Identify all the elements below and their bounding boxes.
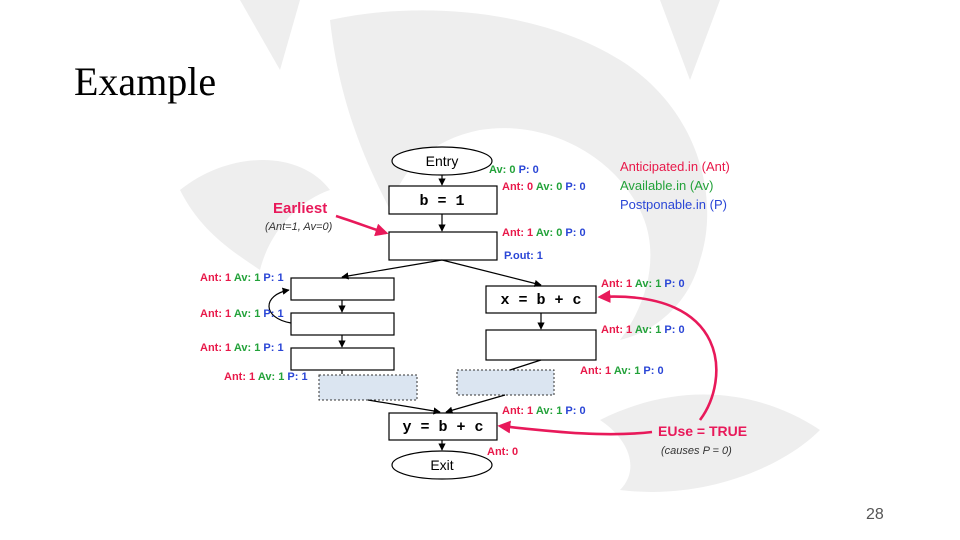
annotation-7: Ant: 1 Av: 1 P: 1	[224, 371, 308, 383]
left-block-2	[290, 312, 395, 336]
x-assign-block	[485, 285, 597, 314]
annotation-10: Ant: 1 Av: 1 P: 0	[580, 365, 664, 377]
earliest-note: (Ant=1, Av=0)	[265, 221, 333, 233]
exit-label: Exit	[430, 457, 453, 473]
annotation-0: Av: 0 P: 0	[489, 164, 539, 176]
euse-pointer-to-x	[597, 289, 718, 421]
euse-note: (causes P = 0)	[661, 445, 732, 457]
euse-title: EUse = TRUE	[658, 423, 747, 439]
edge-right-dashed-y	[445, 394, 506, 414]
annotation-9: Ant: 1 Av: 1 P: 0	[601, 324, 685, 336]
edge-empty-right	[441, 259, 542, 287]
right-dashed-block	[456, 369, 555, 396]
y-assign-code: y = b + c	[402, 419, 483, 436]
entry-label: Entry	[426, 153, 459, 169]
annotation-12: Ant: 0	[487, 446, 518, 458]
legend-postponable: Postponable.in (P)	[620, 197, 727, 212]
slide-title: Example	[74, 59, 217, 104]
earliest-pointer	[335, 214, 389, 237]
annotation-5: Ant: 1 Av: 1 P: 1	[200, 308, 284, 320]
annotation-6: Ant: 1 Av: 1 P: 1	[200, 342, 284, 354]
annotation-1: Ant: 0 Av: 0 P: 0	[502, 181, 586, 193]
annotation-4: Ant: 1 Av: 1 P: 1	[200, 272, 284, 284]
left-dashed-block	[318, 374, 418, 401]
annotation-2: Ant: 1 Av: 0 P: 0	[502, 227, 586, 239]
page-number: 28	[866, 506, 884, 523]
edge-empty-left	[341, 259, 443, 280]
y-assign-block	[388, 412, 498, 441]
x-assign-code: x = b + c	[500, 292, 581, 309]
earliest-title: Earliest	[273, 200, 327, 217]
legend-anticipated: Anticipated.in (Ant)	[620, 159, 730, 174]
edge-right1-dashed	[509, 359, 542, 371]
empty-block-after-b	[388, 231, 498, 261]
b-assign-code: b = 1	[419, 193, 464, 210]
edge-left-dashed-y	[367, 399, 441, 415]
left-block-1	[290, 277, 395, 301]
loop-back-edge	[268, 287, 292, 324]
right-block-1	[485, 329, 597, 361]
b-assign-block	[388, 185, 498, 215]
legend-available: Available.in (Av)	[620, 178, 713, 193]
euse-pointer-to-y	[497, 420, 653, 436]
exit-node	[391, 450, 493, 480]
left-block-3	[290, 347, 395, 371]
annotation-8: Ant: 1 Av: 1 P: 0	[601, 278, 685, 290]
annotation-11: Ant: 1 Av: 1 P: 0	[502, 405, 586, 417]
annotation-3: P.out: 1	[504, 250, 543, 262]
